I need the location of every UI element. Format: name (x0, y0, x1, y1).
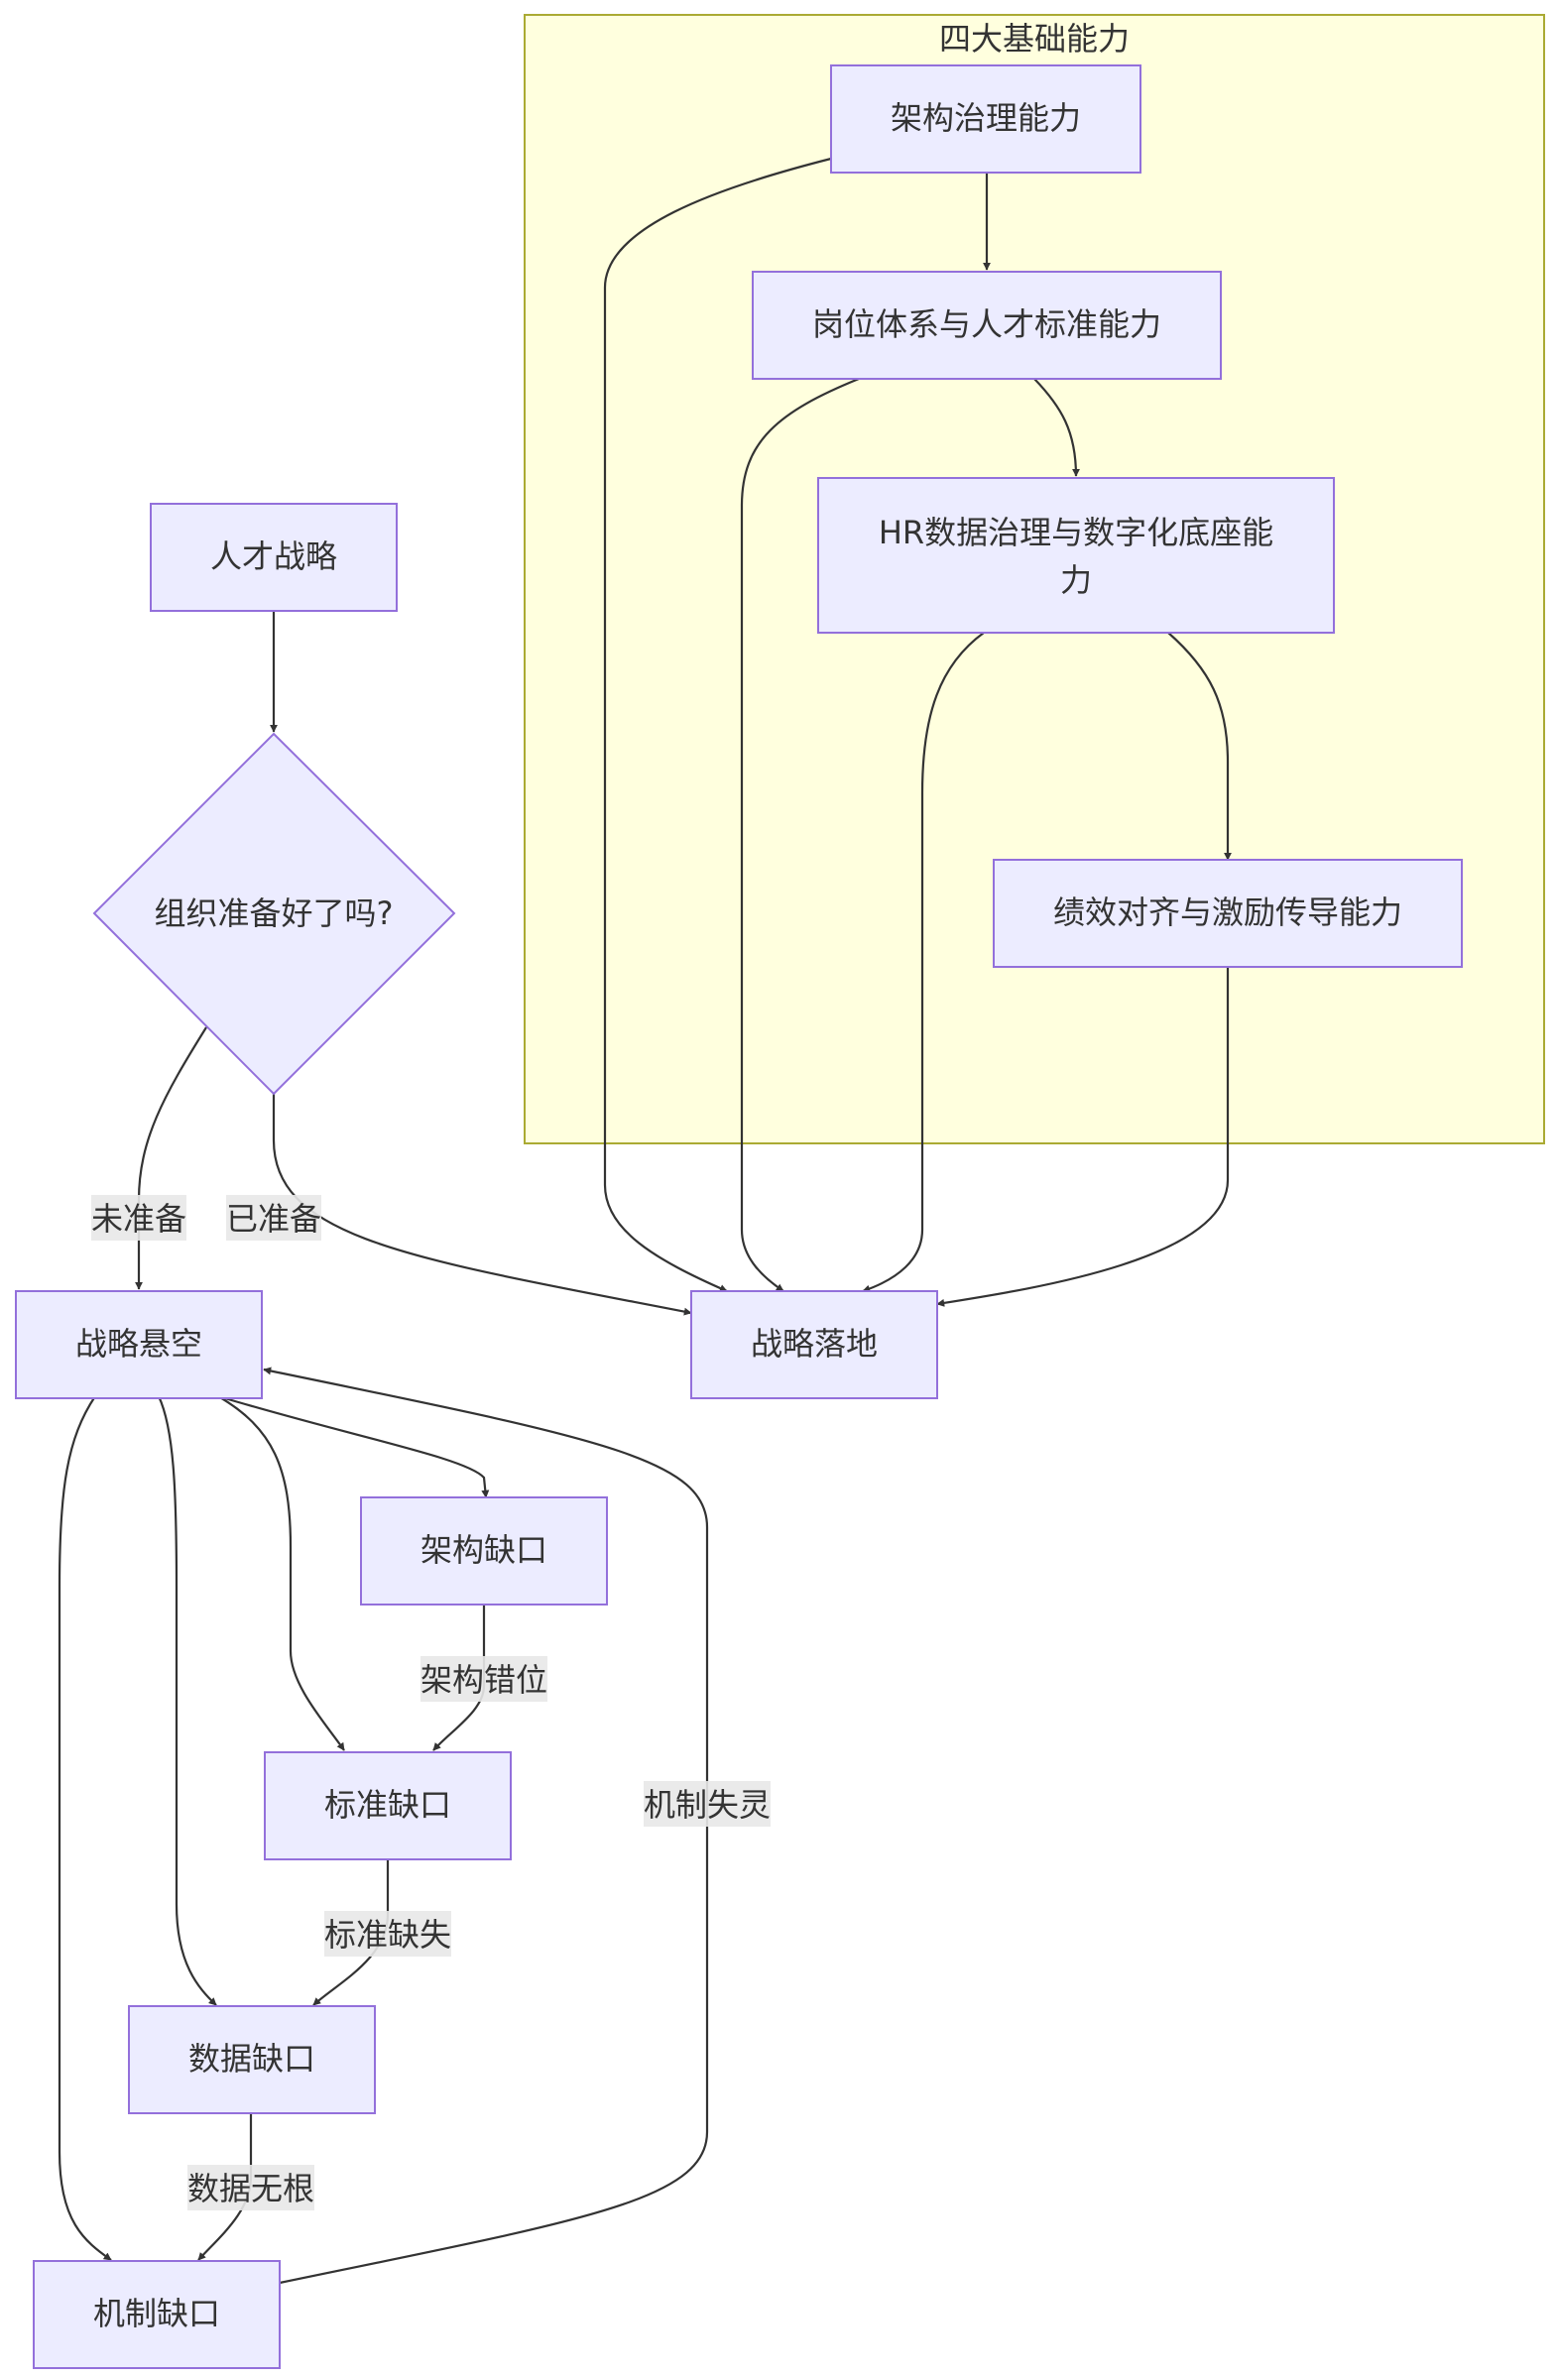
edge-gangwei-to-luodi (740, 377, 860, 1292)
svg-text:标准缺失: 标准缺失 (324, 1916, 451, 1954)
node-rencai[interactable]: 人才战略 (150, 503, 398, 612)
node-jizhi-quekou[interactable]: 机制缺口 (33, 2260, 281, 2369)
edge-gangwei-to-hrdata (1033, 378, 1080, 477)
svg-text:数据无根: 数据无根 (187, 2170, 314, 2207)
node-label: 架构缺口 (420, 1531, 547, 1569)
node-label: 组织准备好了吗? (155, 894, 394, 932)
edge-jizhi-quekou-to-xuankong (263, 1367, 709, 2285)
edge-label-biaozhun-queshi: 标准缺失 (324, 1911, 451, 1957)
node-gangwei[interactable]: 岗位体系与人才标准能力 (752, 271, 1222, 380)
edge-hrdata-to-jixiao (1167, 632, 1232, 861)
edge-jiagou-to-luodi (603, 157, 832, 1293)
node-label: 绩效对齐与激励传导能力 (1053, 893, 1402, 931)
edges (58, 157, 1232, 2285)
node-label-line2: 力 (1060, 561, 1092, 599)
node-jiagou-zhili[interactable]: 架构治理能力 (830, 64, 1141, 174)
node-label: 标准缺口 (324, 1786, 451, 1824)
node-jiagou-quekou[interactable]: 架构缺口 (360, 1496, 608, 1606)
edge-label-weizhunbei: 未准备 (91, 1195, 186, 1241)
edge-label-jizhi-shiling: 机制失灵 (644, 1781, 771, 1827)
edge-labels: 未准备 已准备 架构错位 标准缺失 数据无根 机制失灵 (91, 1195, 771, 2210)
edge-xuankong-to-shuju-quekou (158, 1395, 217, 2006)
node-label: 架构治理能力 (891, 99, 1081, 137)
edge-label-yizhunbei: 已准备 (226, 1195, 321, 1241)
edge-xuankong-to-jiagou-quekou (217, 1394, 490, 1498)
svg-text:机制失灵: 机制失灵 (644, 1786, 771, 1824)
cluster-title: 四大基础能力 (939, 20, 1130, 58)
svg-text:未准备: 未准备 (91, 1200, 186, 1238)
node-biaozhun-quekou[interactable]: 标准缺口 (264, 1751, 512, 1860)
node-label: 机制缺口 (93, 2295, 220, 2332)
edge-decision-to-luodi (272, 1094, 692, 1316)
edge-hrdata-to-luodi (862, 632, 985, 1293)
edge-xuankong-to-jizhi-quekou (58, 1395, 112, 2261)
nodes: 架构治理能力 岗位体系与人才标准能力 HR数据治理与数字化底座能 力 绩效对齐与… (15, 64, 1463, 2369)
node-label: 人才战略 (210, 537, 337, 575)
node-label: 战略落地 (751, 1325, 878, 1363)
node-shuju-quekou[interactable]: 数据缺口 (128, 2005, 376, 2114)
edge-label-jiagou-cuowei: 架构错位 (420, 1656, 547, 1702)
node-label-line1: HR数据治理与数字化底座能 (879, 514, 1273, 551)
node-decision[interactable]: 组织准备好了吗? (92, 732, 456, 1096)
edge-label-shuju-wugen: 数据无根 (187, 2165, 314, 2210)
node-label: 战略悬空 (75, 1325, 202, 1363)
svg-text:架构错位: 架构错位 (420, 1661, 547, 1699)
edge-xuankong-to-biaozhun-quekou (217, 1395, 345, 1751)
node-label: 岗位体系与人才标准能力 (812, 305, 1161, 343)
node-xuankong[interactable]: 战略悬空 (15, 1290, 263, 1399)
node-jixiao[interactable]: 绩效对齐与激励传导能力 (993, 859, 1463, 968)
edge-jixiao-to-luodi (936, 967, 1230, 1307)
node-luodi[interactable]: 战略落地 (690, 1290, 938, 1399)
node-hr-data[interactable]: HR数据治理与数字化底座能 力 (817, 477, 1335, 634)
node-label: 数据缺口 (188, 2040, 315, 2078)
svg-text:已准备: 已准备 (226, 1200, 321, 1238)
edge-decision-to-xuankong (135, 1026, 207, 1290)
